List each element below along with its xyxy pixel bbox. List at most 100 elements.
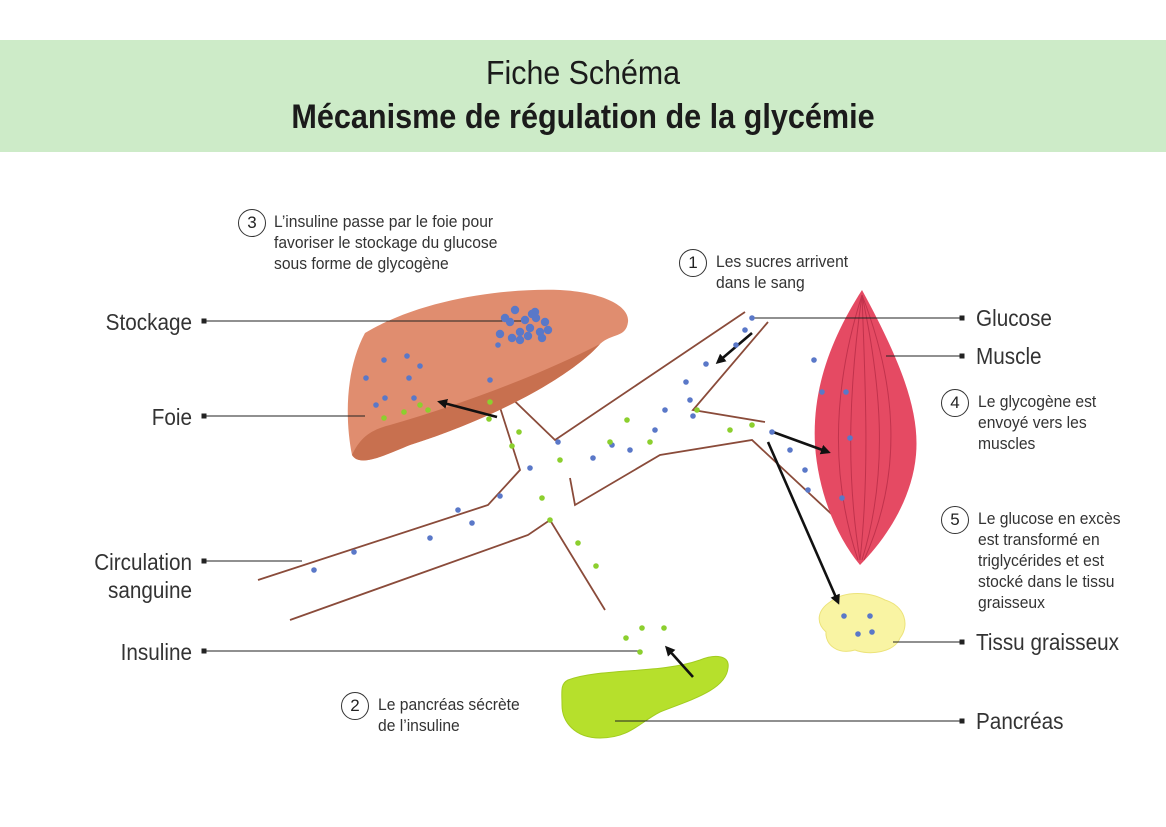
glucose-dot [527,309,537,319]
vessel-edge [497,311,746,442]
glucose-dot [351,549,357,555]
vessel-edge [257,397,522,581]
arrow-to-muscle [772,430,831,455]
glucose-dot [811,357,817,363]
insulin-dot [647,439,653,445]
glucose-dot [687,397,693,403]
liver-shadow [352,344,600,461]
glucose-dot [703,361,709,367]
arrow-to-fat [766,441,840,605]
pancreas-shape [561,655,729,739]
step-5-text: Le glucose en excès est transformé en tr… [978,509,1121,612]
insulin-dot [637,649,643,655]
step-3-text: L’insuline passe par le foie pour favori… [274,212,498,273]
liver-organ [347,289,629,461]
insulin-dot [509,443,515,449]
glucose-dot [527,465,533,471]
glucose-dot [627,447,633,453]
leader-lines [201,315,965,724]
glucose-dot [690,413,696,419]
insulin-dot [486,416,492,422]
insulin-dot [593,563,599,569]
insulin-dot [661,625,667,631]
glucose-dot [855,631,861,637]
glucose-dot [455,507,461,513]
page-title: Fiche Schéma [485,54,681,91]
insulin-dot [557,457,563,463]
label-stockage: Stockage [105,309,192,335]
insulin-dot [425,407,431,413]
glucose-dot [839,495,845,501]
glucose-dot [662,407,668,413]
insulin-dot [639,625,645,631]
glucose-dot [406,375,412,381]
vessel-edge [289,518,606,621]
glucose-dot [500,313,510,323]
glucose-dot [733,342,739,348]
fat-tissue-organ [818,593,906,654]
glucose-dot [487,377,493,383]
glucose-dot [382,395,388,401]
glucose-dot [805,487,811,493]
step-4-badge: 4 [941,389,969,417]
glucose-dot [543,325,553,335]
muscle-organ [814,290,917,565]
step-4-text: Le glycogène est envoyé vers les muscles [978,392,1097,453]
glucose-dot [311,567,317,573]
glucose-dot [590,455,596,461]
glucose-dot [555,439,561,445]
header-banner: Fiche Schéma Mécanisme de régulation de … [0,40,1166,152]
insulin-dot [575,540,581,546]
glucose-dot [520,315,530,325]
insulin-dot [547,517,553,523]
label-muscle: Muscle [976,343,1042,369]
glucose-dot [495,329,505,339]
step-1-text: Les sucres arrivent dans le sang [716,252,849,292]
glucose-dot [495,342,501,348]
glucose-dot [869,629,875,635]
insulin-dot [727,427,733,433]
glucose-dot [510,305,520,315]
glucose-dot [404,353,410,359]
glucose-dot [417,363,423,369]
label-pancreas: Pancréas [976,708,1064,734]
blood-vessels [257,311,869,621]
glucose-dot [540,317,550,327]
glucose-dot [515,327,525,337]
glucose-dot [867,613,873,619]
glucose-dot [523,331,533,341]
glucose-dot [381,357,387,363]
glucose-dot [749,315,755,321]
vessel-edge [691,321,769,423]
glucose-dot [411,395,417,401]
glucose-dot [683,379,689,385]
glucose-molecules [311,305,875,637]
glucose-dot [843,389,849,395]
glucose-dot [469,520,475,526]
glucose-dot [537,333,547,343]
label-tissu-graisseux: Tissu graisseux [976,629,1120,655]
step-2-text: Le pancréas sécrète de l’insuline [378,695,520,735]
label-glucose: Glucose [976,305,1052,331]
glucose-dot [525,323,535,333]
glucose-dot [652,427,658,433]
glucose-dot [363,375,369,381]
insulin-molecules [381,399,755,655]
label-insuline: Insuline [120,639,192,665]
glucose-dot [373,402,379,408]
insulin-dot [539,495,545,501]
pancreas-organ [561,655,729,739]
glucose-dot [507,333,517,343]
label-circulation-2: sanguine [107,577,192,603]
insulin-dot [401,409,407,415]
label-circulation: Circulation [94,549,192,575]
muscle-fibers [837,294,892,561]
glucose-dot [515,335,525,345]
step-2-badge: 2 [341,692,369,720]
glucose-dot [802,467,808,473]
glucose-dot [742,327,748,333]
insulin-dot [624,417,630,423]
flow-arrows [437,332,840,678]
